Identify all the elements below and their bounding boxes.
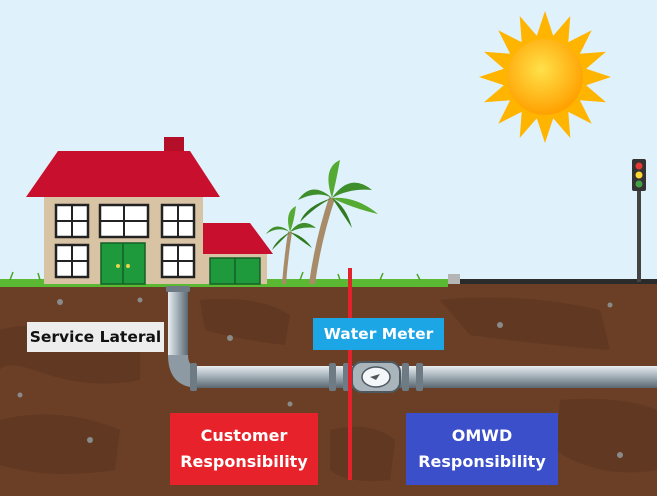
- water-meter-label: Water Meter: [313, 318, 444, 350]
- sun-icon: [479, 11, 611, 143]
- service-lateral-label: Service Lateral: [27, 322, 164, 352]
- soil-pebbles: [17, 297, 623, 473]
- palm-tree-small-icon: [266, 206, 316, 285]
- omwd-responsibility-label: OMWD Responsibility: [406, 413, 558, 485]
- palm-tree-icon: [298, 160, 378, 285]
- pipe-icon: [166, 286, 657, 391]
- traffic-light-icon: [632, 159, 646, 282]
- soil-texture: [0, 297, 657, 482]
- customer-responsibility-label: Customer Responsibility: [170, 413, 318, 485]
- water-meter-icon: [351, 361, 401, 393]
- sidewalk-curb: [448, 274, 460, 284]
- road: [460, 279, 657, 284]
- house-icon: [26, 137, 273, 285]
